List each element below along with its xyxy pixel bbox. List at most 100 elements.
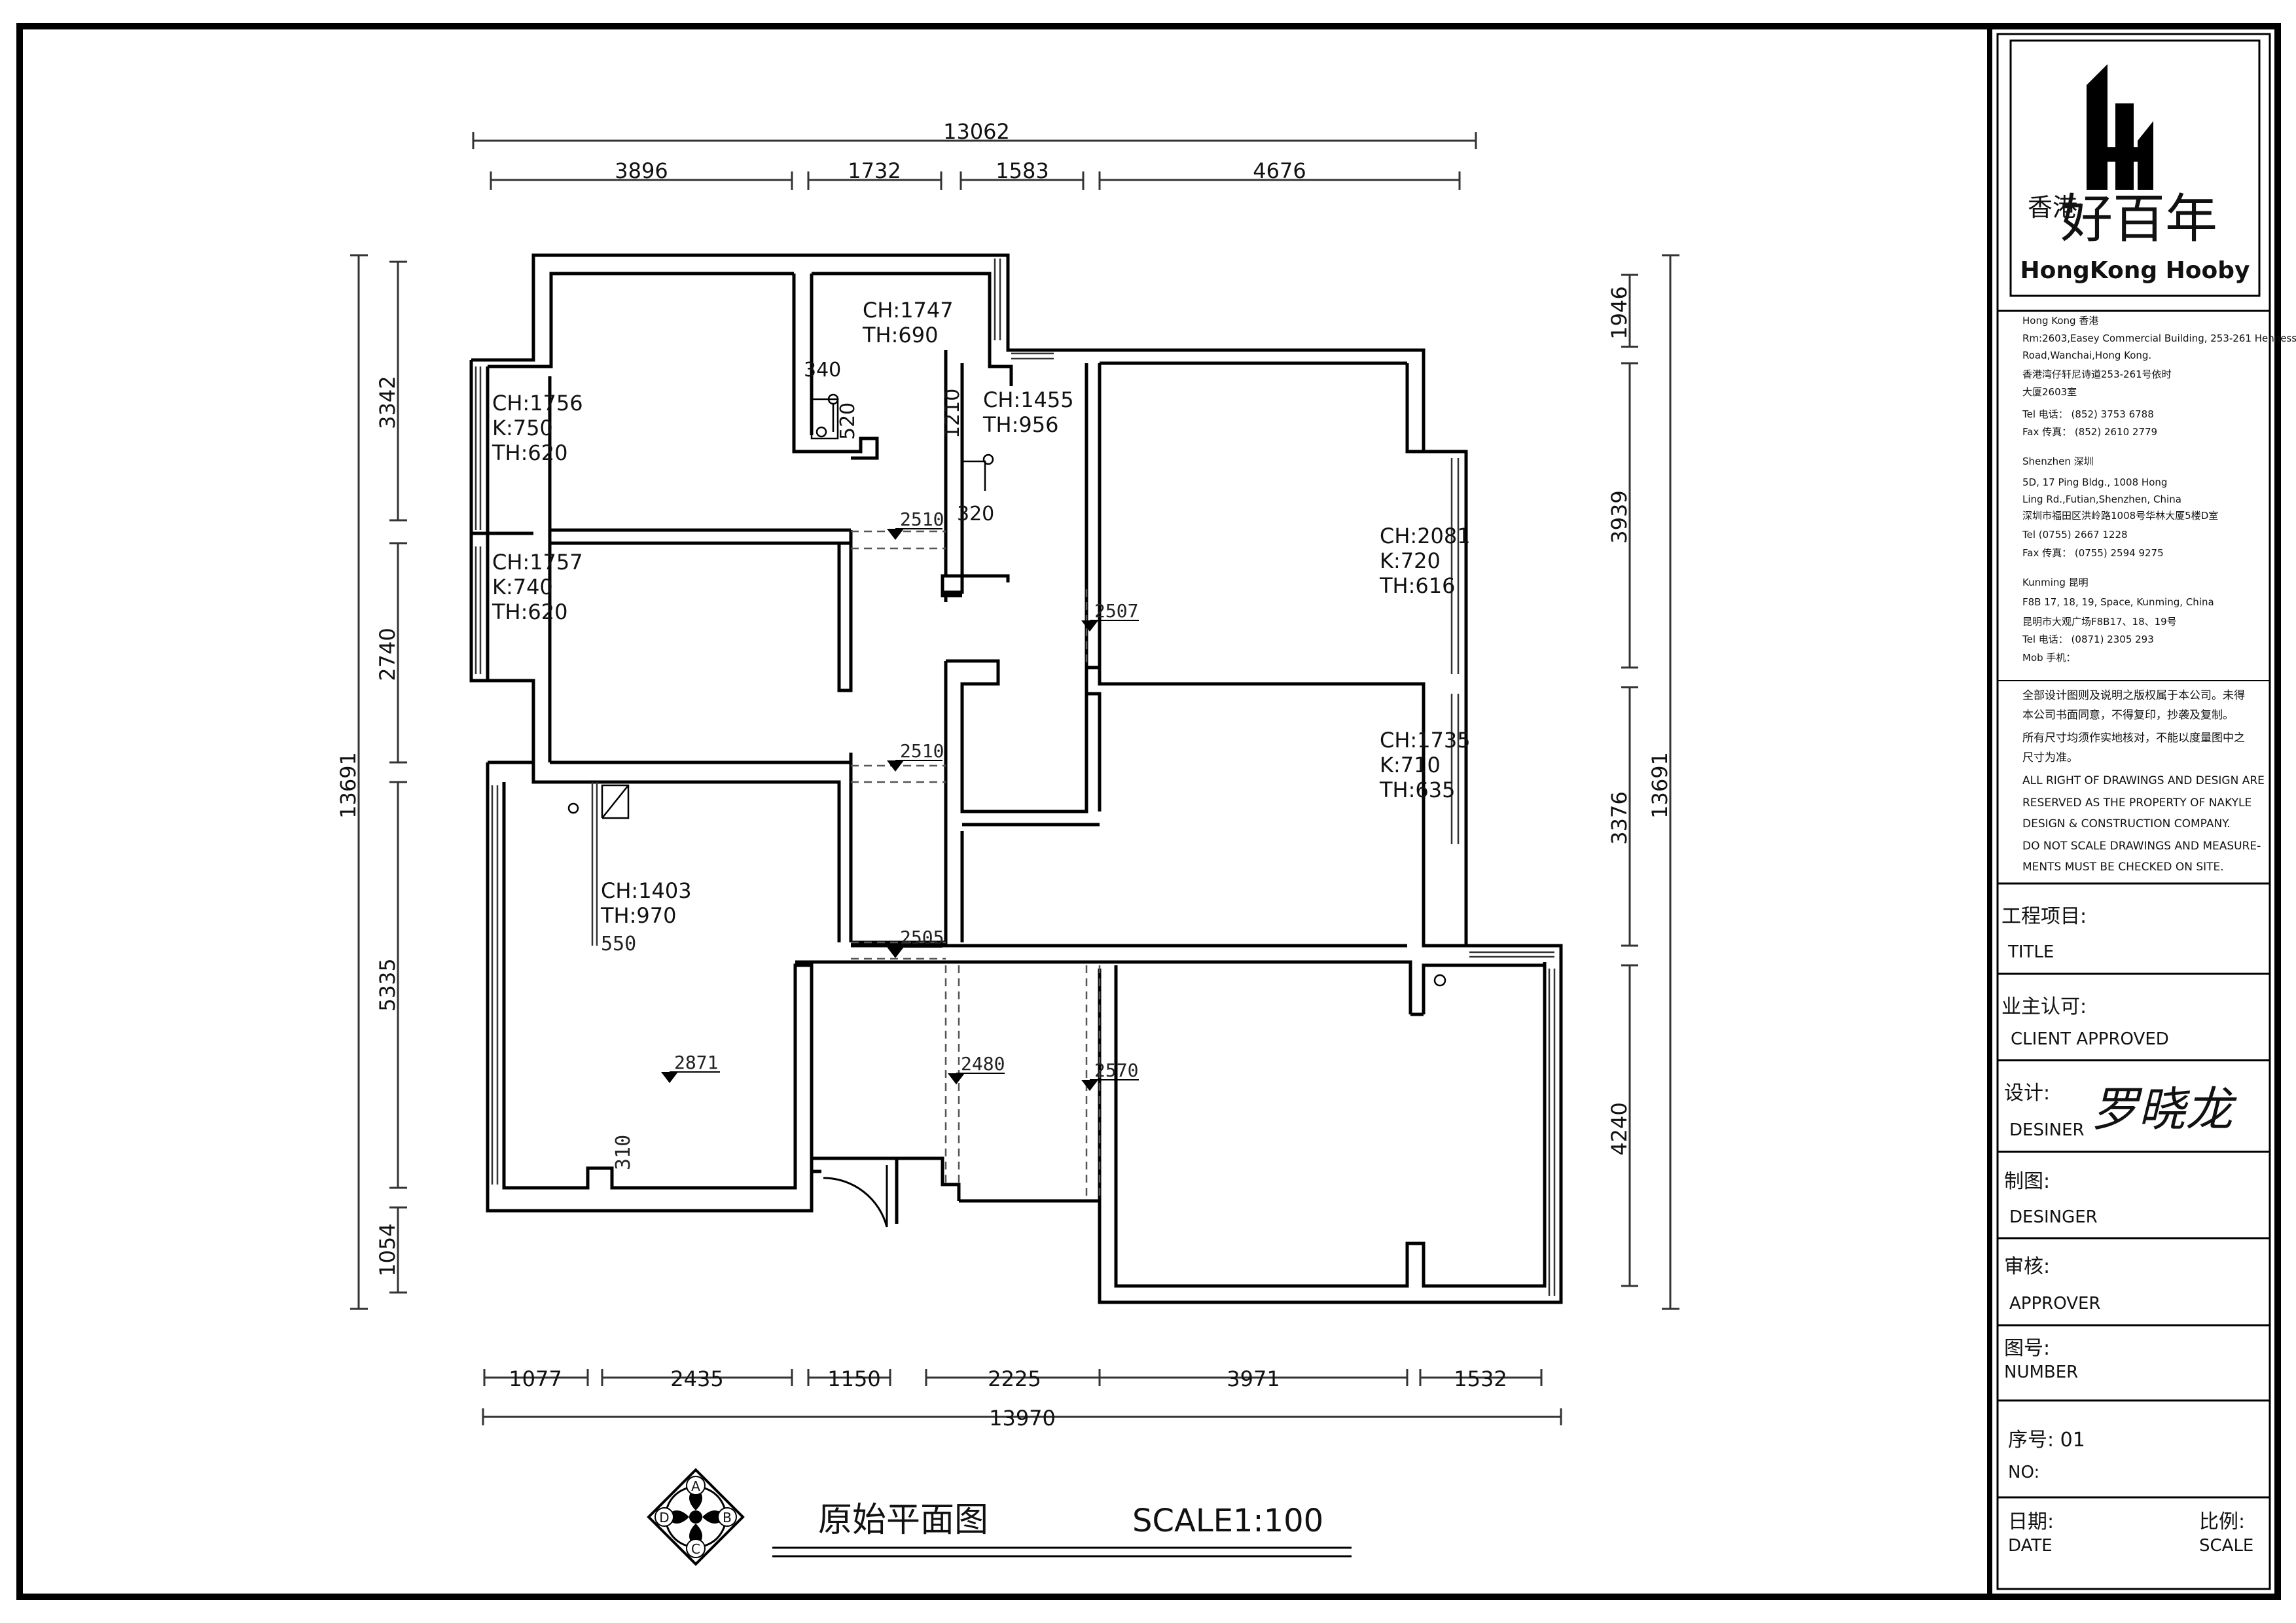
elevation-label: 2480 — [961, 1053, 1005, 1075]
window-label-th: TH:690 — [862, 323, 938, 348]
small-dim: 520 — [836, 402, 859, 440]
window-label-ch: CH:1747 — [863, 298, 954, 323]
dim-top-total: 13062 — [943, 119, 1010, 144]
door-openings — [851, 530, 1101, 1201]
address-line: Kunming 昆明 — [2022, 577, 2089, 588]
address-line: Road,Wanchai,Hong Kong. — [2022, 349, 2151, 361]
logo-main-text: 好百年 — [2060, 188, 2217, 249]
small-dim: 340 — [804, 359, 841, 382]
dim-left-total: 13691 — [336, 752, 361, 819]
dim-right-3: 3376 — [1607, 791, 1632, 844]
window-label-k: K:750 — [492, 416, 553, 440]
copyright-line: DO NOT SCALE DRAWINGS AND MEASURE- — [2022, 840, 2261, 853]
window-labels: CH:1747 TH:690 CH:1756 K:750 TH:620 CH:1… — [492, 298, 1471, 928]
level-marker-icon — [887, 947, 904, 958]
address-line: Mob 手机： — [2022, 652, 2075, 664]
date-label: 日期: — [2008, 1510, 2054, 1533]
address-line: F8B 17, 18, 19, Space, Kunming, China — [2022, 596, 2214, 608]
address-line: 5D, 17 Ping Bldg., 1008 Hong — [2022, 476, 2167, 488]
project-label-en: TITLE — [2007, 942, 2054, 962]
address-line: Fax 传真： (852) 2610 2779 — [2022, 426, 2157, 438]
window-label-th: TH:620 — [492, 440, 567, 465]
copyright-line: RESERVED AS THE PROPERTY OF NAKYLE — [2022, 796, 2251, 810]
level-marker-icon — [1081, 1080, 1098, 1091]
svg-text:C: C — [691, 1541, 700, 1557]
svg-text:B: B — [723, 1510, 732, 1525]
sequence-label: 序号: 01 — [2008, 1429, 2085, 1452]
titleblock-rows: 工程项目: TITLE 业主认可: CLIENT APPROVED 设计: DE… — [1998, 905, 2270, 1556]
dim-left-4: 1054 — [375, 1223, 400, 1276]
scale-label-en: SCALE — [2199, 1536, 2253, 1556]
dim-bottom-2: 2435 — [670, 1366, 723, 1391]
sequence-label-en: NO: — [2008, 1463, 2039, 1482]
brand-name: HongKong Hooby — [2020, 257, 2250, 284]
drafter-label-en: DESINGER — [2009, 1207, 2098, 1227]
copyright-line: 所有尺寸均须作实地核对，不能以度量图中之 — [2022, 732, 2245, 745]
svg-text:A: A — [691, 1478, 700, 1494]
hooby-logo-icon — [2087, 64, 2153, 190]
compass-icon: A B C D — [647, 1468, 745, 1566]
window-label-ch: CH:2081 — [1380, 524, 1471, 548]
copyright-line: 本公司书面同意，不得复印，抄袭及复制。 — [2022, 709, 2234, 722]
elevation-label: 2570 — [1094, 1060, 1138, 1081]
level-marker-icon — [887, 760, 904, 772]
address-line: Tel 电话： (0871) 2305 293 — [2022, 633, 2154, 645]
dim-bottom-total: 13970 — [989, 1406, 1056, 1431]
drain-icon — [1433, 974, 1446, 987]
dim-left-2: 2740 — [375, 628, 400, 681]
elevation-label: 2510 — [900, 740, 944, 762]
drain-icon — [816, 426, 827, 438]
dimension-lines — [350, 132, 1679, 1425]
window-label-ch: CH:1735 — [1380, 728, 1471, 753]
walls — [469, 253, 1563, 1304]
dim-left-3: 5335 — [375, 958, 400, 1011]
window-glazing — [475, 259, 1556, 1296]
small-dim: 310 — [612, 1135, 635, 1170]
logo-frame — [2009, 39, 2261, 297]
address-line: Fax 传真： (0755) 2594 9275 — [2022, 547, 2164, 559]
elevation-label: 2871 — [674, 1052, 718, 1073]
client-label: 业主认可: — [2001, 995, 2087, 1018]
copyright-line: 全部设计图则及说明之版权属于本公司。未得 — [2022, 689, 2245, 702]
dim-right-2: 3939 — [1607, 490, 1632, 543]
window-label-k: K:720 — [1380, 548, 1441, 573]
drain-icon — [982, 454, 994, 465]
dim-bottom-6: 1532 — [1454, 1366, 1507, 1391]
window-label-ch: CH:1403 — [601, 878, 692, 903]
scale-label: 比例: — [2199, 1510, 2245, 1533]
level-marker-icon — [1081, 620, 1098, 632]
dim-right-total: 13691 — [1647, 752, 1672, 819]
level-marker-icon — [661, 1072, 678, 1083]
titleblock-inner-border — [1996, 33, 2271, 1590]
copyright-line: DESIGN & CONSTRUCTION COMPANY. — [2022, 817, 2231, 830]
dim-right-4: 4240 — [1607, 1102, 1632, 1155]
drawing-title: A B C D 原始平面图 SCALE1:100 — [647, 1468, 1352, 1566]
plan-scale: SCALE1:100 — [1132, 1503, 1323, 1539]
client-label-en: CLIENT APPROVED — [2011, 1029, 2169, 1049]
dim-top-3: 1583 — [996, 158, 1049, 183]
designer-label: 设计: — [2004, 1082, 2050, 1105]
address-line: 昆明市大观广场F8B17、18、19号 — [2022, 616, 2177, 628]
small-dimension-labels: 340 520 1210 320 550 310 — [601, 359, 994, 1170]
copyright-line: MENTS MUST BE CHECKED ON SITE. — [2022, 861, 2224, 874]
window-label-k: K:740 — [492, 575, 553, 599]
dim-bottom-5: 3971 — [1227, 1366, 1280, 1391]
drafter-label: 制图: — [2004, 1170, 2050, 1193]
dim-top-2: 1732 — [848, 158, 901, 183]
svg-text:D: D — [659, 1510, 669, 1525]
entrance-door — [823, 1165, 888, 1228]
reviewer-label-en: APPROVER — [2009, 1294, 2101, 1313]
level-marker-icon — [948, 1073, 965, 1084]
small-dim: 320 — [957, 503, 994, 526]
copyright-line: ALL RIGHT OF DRAWINGS AND DESIGN ARE — [2022, 774, 2265, 787]
window-label-ch: CH:1455 — [983, 387, 1074, 412]
window-label-ch: CH:1756 — [492, 391, 583, 416]
elevation-label: 2505 — [900, 927, 944, 948]
logo-small-text: 香港 — [2028, 193, 2077, 222]
copyright-block: 全部设计图则及说明之版权属于本公司。未得 本公司书面同意，不得复印，抄袭及复制。… — [2022, 689, 2265, 874]
dim-bottom-1: 1077 — [509, 1366, 562, 1391]
window-label-th: TH:970 — [600, 903, 676, 928]
dim-bottom-4: 2225 — [988, 1366, 1041, 1391]
plan-title: 原始平面图 — [818, 1501, 988, 1540]
